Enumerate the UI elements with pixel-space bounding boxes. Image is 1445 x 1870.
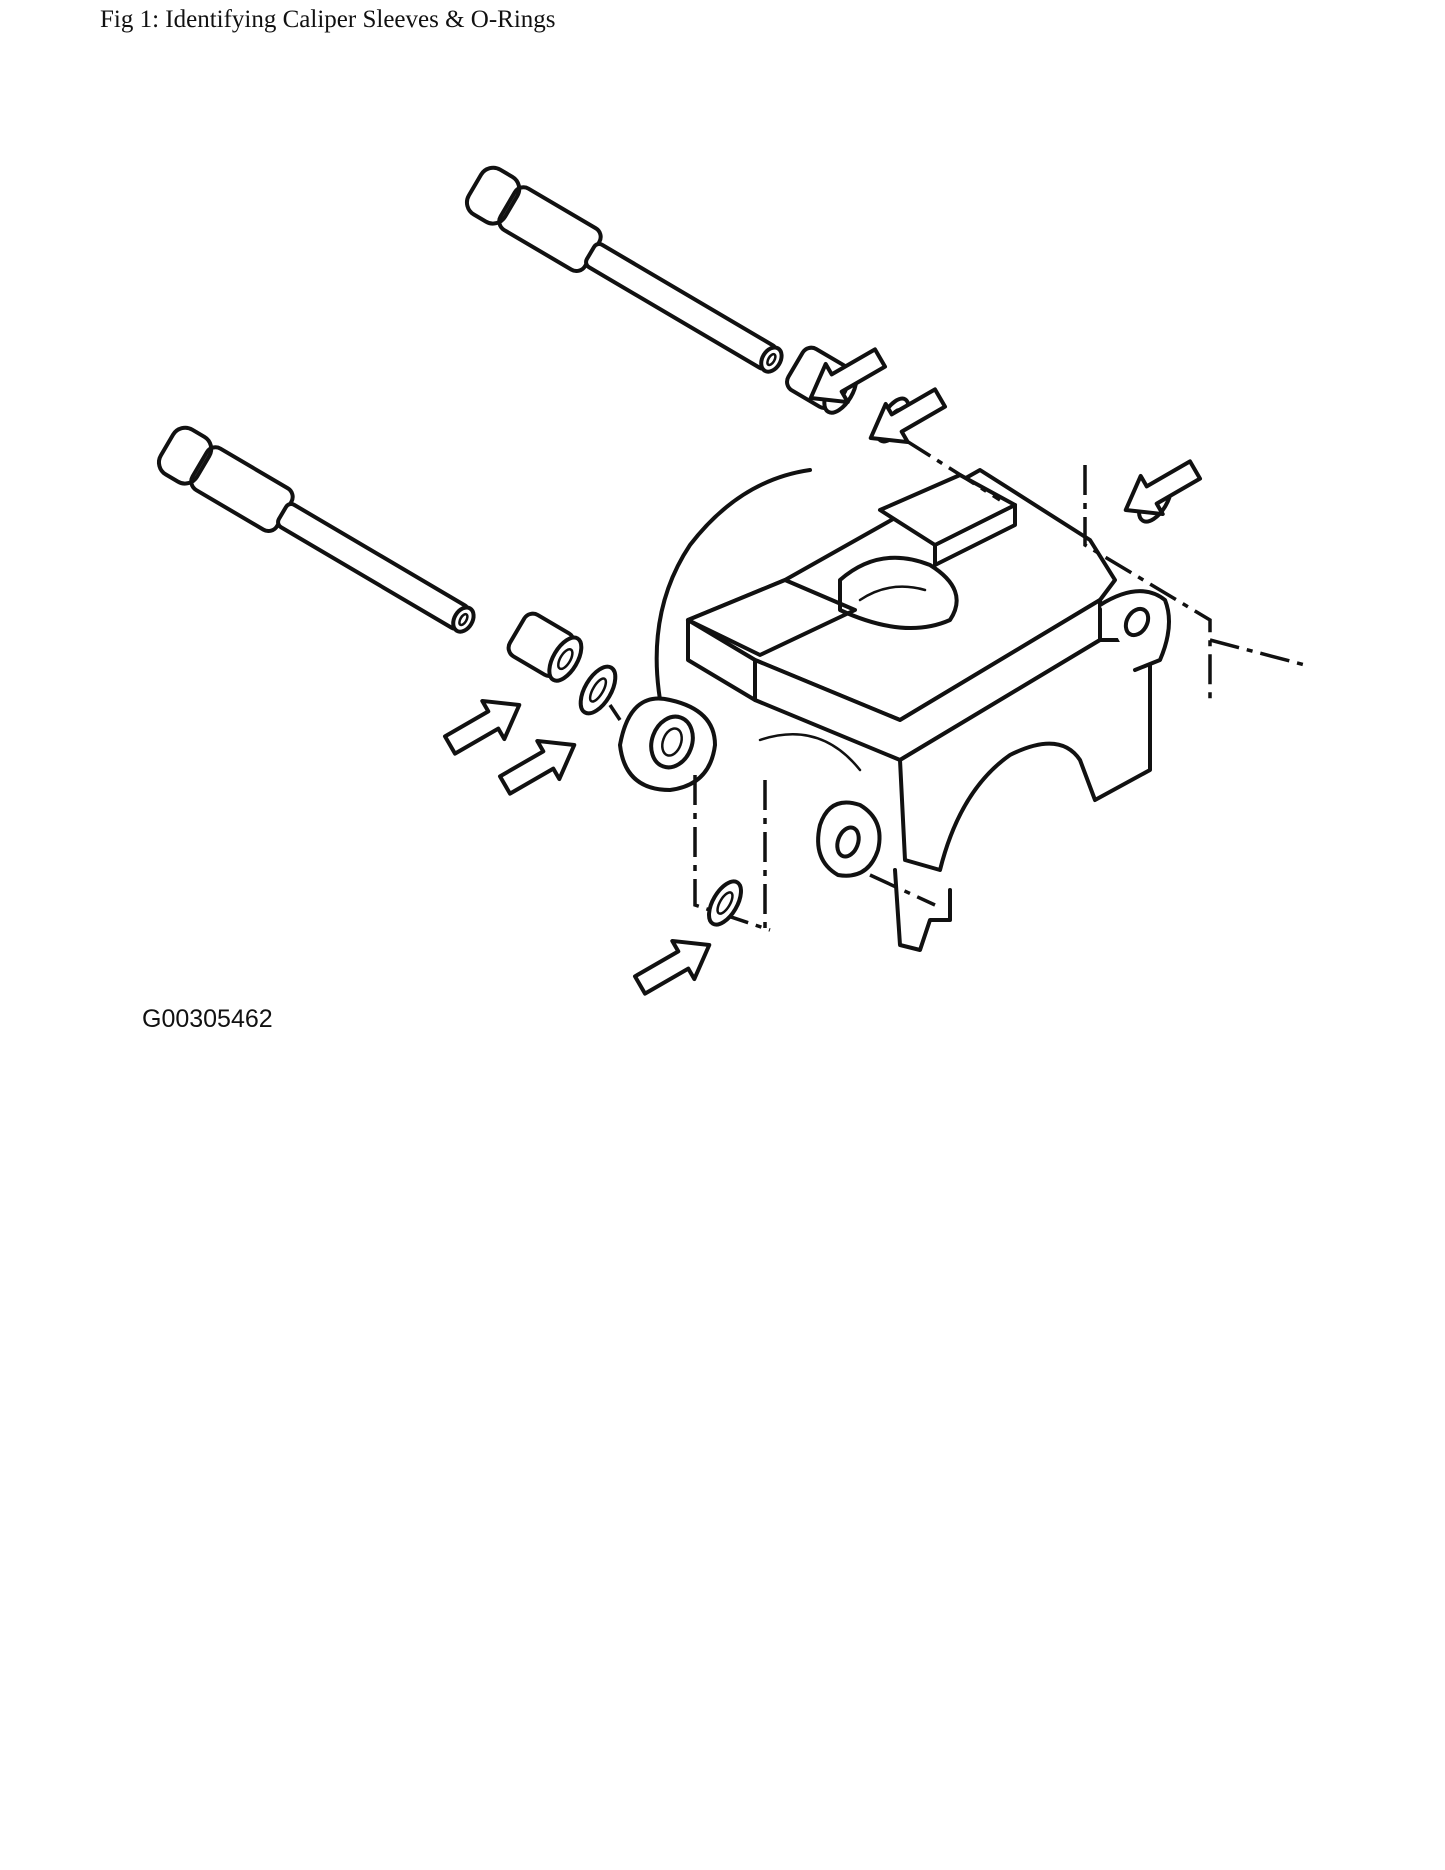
arrow-icon [498,738,577,796]
arrow-icon [1123,459,1202,517]
arrow-icon [633,938,712,996]
assembly-lines [608,438,1306,932]
arrow-icon [868,387,947,445]
caliper-exploded-diagram [156,165,1306,996]
o-ring-icon [578,664,618,716]
arrow-icon [808,347,887,405]
guide-pin-upper-icon [464,165,784,374]
sleeve-lower-icon [506,611,584,683]
arrow-icon [443,698,522,756]
guide-pin-lower-icon [156,425,476,634]
figure-code: G00305462 [142,1005,273,1033]
o-ring-icon [707,879,743,927]
figure-title: Fig 1: Identifying Caliper Sleeves & O-R… [100,6,556,33]
caliper-icon [618,468,1171,952]
